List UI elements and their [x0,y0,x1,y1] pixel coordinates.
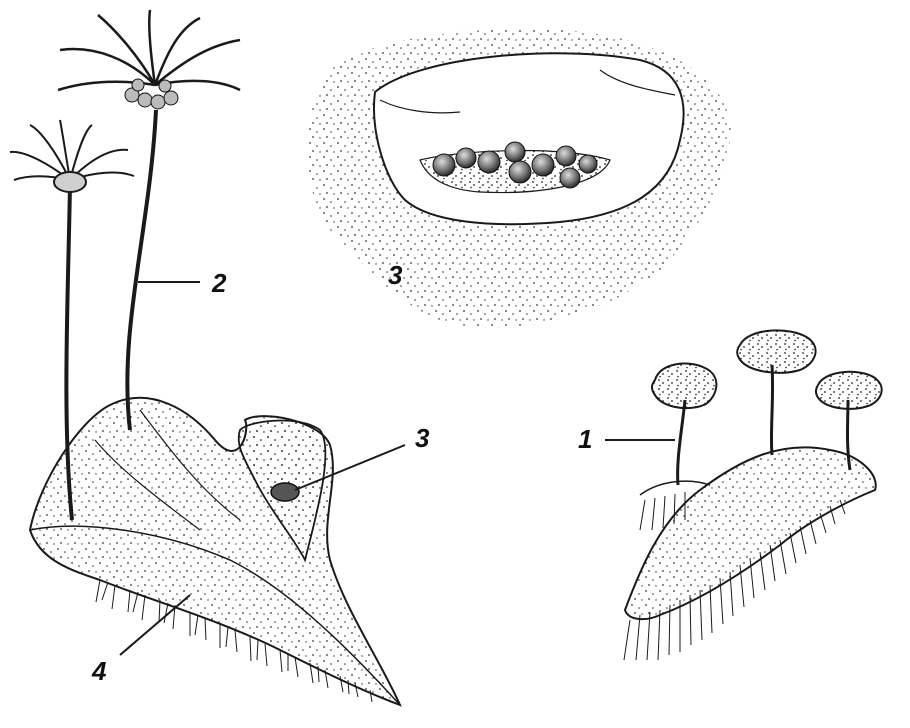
male-stalk-1 [676,399,687,486]
thallus-right [623,446,877,621]
antheridiophore-plant [623,329,883,661]
rhizoids-left [95,579,373,703]
antheridiophore-disc-3 [814,370,883,410]
stalk-short [64,184,74,521]
archegoniophore-head-short [9,119,135,193]
label-rhizoids: 4 [92,656,107,686]
leader-lines [119,281,675,656]
archegoniophore-plant [9,9,402,707]
stalk-tall [125,109,158,431]
cup-body [373,52,685,226]
male-stalk-2 [769,364,775,456]
archegoniophore-head-tall [57,9,241,92]
leader-4 [119,594,191,656]
gemmae [432,141,598,189]
antheridiophore-disc-1 [651,362,718,410]
male-stalk-3 [846,399,852,471]
antheridiophore-disc-2 [736,329,817,374]
gemma-cup-detail [307,29,731,328]
label-stalk: 2 [212,268,227,298]
thallus-main [28,396,402,707]
label-gemma-cup-detail: 3 [388,260,403,290]
leader-3-thallus [294,444,406,491]
gemma-cup-on-thallus [270,482,300,502]
label-gemma-cup-on-thallus: 3 [415,423,430,453]
archegonia-cluster [124,78,179,110]
label-antheridiophore-stalk: 1 [578,424,593,454]
rhizoids-right [623,492,846,661]
